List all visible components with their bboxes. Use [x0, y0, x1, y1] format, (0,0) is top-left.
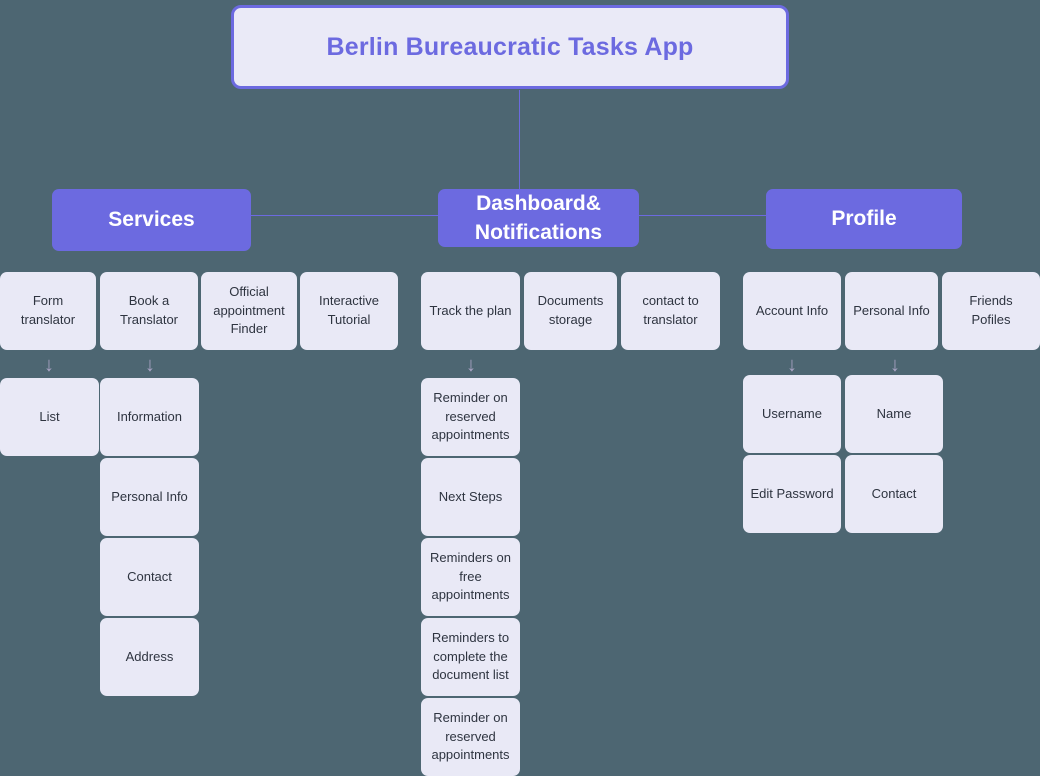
feature-card-form-translator[interactable]: Form translator	[0, 272, 96, 350]
subfeature-label: Name	[876, 405, 912, 421]
subfeature-card-username[interactable]: Username	[743, 375, 841, 453]
arrow-down-icon-account-info: ↓	[782, 355, 802, 375]
subfeature-card-next-steps[interactable]: Next Steps	[421, 458, 520, 536]
feature-card-account-info[interactable]: Account Info	[743, 272, 841, 350]
feature-label: Form translator	[20, 293, 76, 327]
feature-card-book-a-translator[interactable]: Book a Translator	[100, 272, 198, 350]
subfeature-card-list[interactable]: List	[0, 378, 99, 456]
feature-card-contact-to-translator[interactable]: contact to translator	[621, 272, 720, 350]
subfeature-label: Username	[762, 405, 822, 421]
arrow-glyph: ↓	[44, 354, 54, 376]
subfeature-label: Next Steps	[438, 488, 503, 504]
feature-label: Documents storage	[537, 293, 604, 327]
subfeature-label: List	[39, 408, 60, 424]
arrow-glyph: ↓	[145, 354, 155, 376]
feature-card-documents-storage[interactable]: Documents storage	[524, 272, 617, 350]
section-node-profile[interactable]: Profile	[766, 189, 962, 249]
subfeature-card-address[interactable]: Address	[100, 618, 199, 696]
subfeature-card-contact[interactable]: Contact	[845, 455, 943, 533]
subfeature-card-name[interactable]: Name	[845, 375, 943, 453]
subfeature-card-reminders-on-free-appointments[interactable]: Reminders on free appointments	[421, 538, 520, 616]
arrow-down-icon-book-a-translator: ↓	[140, 355, 160, 375]
feature-label: Official appointment Finder	[213, 283, 285, 337]
subfeature-card-contact[interactable]: Contact	[100, 538, 199, 616]
subfeature-label: Reminder on reserved appointments	[431, 709, 510, 763]
subfeature-card-reminders-to-complete-the-document-list[interactable]: Reminders to complete the document list	[421, 618, 520, 696]
root-node-app-title[interactable]: Berlin Bureaucratic Tasks App	[231, 5, 789, 89]
subfeature-card-edit-password[interactable]: Edit Password	[743, 455, 841, 533]
subfeature-label: Contact	[871, 485, 917, 501]
arrow-down-icon-form-translator: ↓	[39, 355, 59, 375]
subfeature-label: Edit Password	[750, 485, 834, 501]
feature-label: Personal Info	[853, 302, 930, 318]
section-label-profile: Profile	[831, 207, 897, 231]
feature-label: Interactive Tutorial	[319, 293, 379, 327]
feature-label: Book a Translator	[119, 293, 179, 327]
root-node-label: Berlin Bureaucratic Tasks App	[326, 32, 694, 61]
section-label-dashboard-line2: Notifications	[474, 221, 603, 244]
subfeature-card-personal-info[interactable]: Personal Info	[100, 458, 199, 536]
arrow-glyph: ↓	[890, 354, 900, 376]
arrow-down-icon-personal-info: ↓	[885, 355, 905, 375]
subfeature-label: Reminders on free appointments	[430, 549, 511, 603]
section-label-services: Services	[108, 208, 195, 232]
subfeature-label: Reminder on reserved appointments	[431, 389, 510, 443]
subfeature-card-reminder-on-reserved-appointments-1[interactable]: Reminder on reserved appointments	[421, 378, 520, 456]
subfeature-label: Contact	[127, 568, 172, 584]
feature-card-friends-pofiles[interactable]: Friends Pofiles	[942, 272, 1040, 350]
feature-label: Friends Pofiles	[969, 293, 1013, 327]
feature-card-official-appointment-finder[interactable]: Official appointment Finder	[201, 272, 297, 350]
feature-card-track-the-plan[interactable]: Track the plan	[421, 272, 520, 350]
subfeature-card-information[interactable]: Information	[100, 378, 199, 456]
connector-root-to-dashboard	[519, 90, 520, 216]
section-label-dashboard-line1: Dashboard&	[476, 191, 601, 215]
arrow-glyph: ↓	[787, 354, 797, 376]
subfeature-label: Personal Info	[111, 488, 188, 504]
feature-label: Account Info	[755, 302, 829, 318]
feature-label: Track the plan	[429, 302, 512, 318]
subfeature-label: Reminders to complete the document list	[431, 629, 510, 683]
section-node-services[interactable]: Services	[52, 189, 251, 251]
subfeature-label: Information	[116, 408, 183, 424]
subfeature-label: Address	[125, 648, 174, 664]
arrow-glyph: ↓	[466, 354, 476, 376]
section-node-dashboard[interactable]: Dashboard& Notifications	[438, 189, 639, 247]
feature-card-interactive-tutorial[interactable]: Interactive Tutorial	[300, 272, 398, 350]
arrow-down-icon-track-the-plan: ↓	[461, 355, 481, 375]
subfeature-card-reminder-on-reserved-appointments-2[interactable]: Reminder on reserved appointments	[421, 698, 520, 776]
feature-card-personal-info[interactable]: Personal Info	[845, 272, 938, 350]
feature-label: contact to translator	[642, 293, 699, 327]
